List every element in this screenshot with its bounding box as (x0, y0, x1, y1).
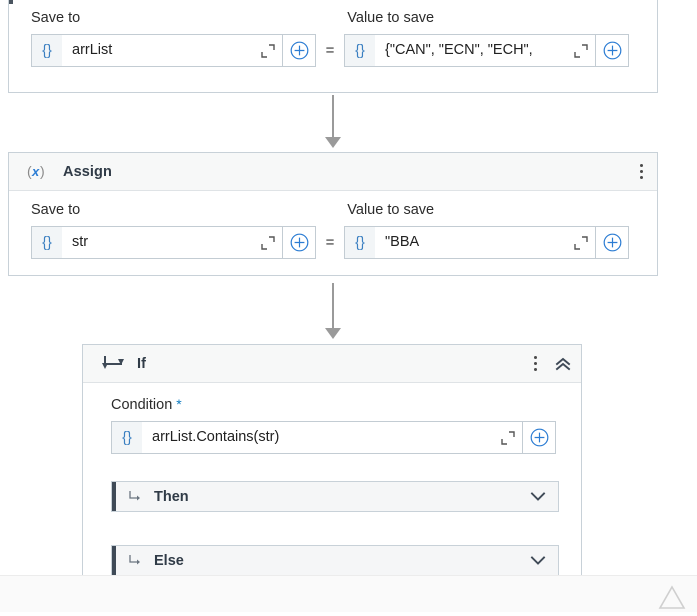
add-plus-button[interactable] (596, 226, 629, 259)
expression-brace-icon: {} (32, 227, 62, 258)
save-to-input[interactable]: {} str (31, 226, 283, 259)
svg-text:x: x (31, 164, 40, 179)
save-to-value: str (72, 234, 89, 250)
status-bar (0, 575, 697, 612)
assign-row: {} arrList (31, 34, 637, 67)
condition-value: arrList.Contains(str) (152, 429, 280, 445)
value-to-save-value: {"CAN", "ECN", "ECH", (385, 42, 533, 58)
branch-arrow-icon (126, 490, 144, 503)
add-plus-button[interactable] (283, 34, 316, 67)
branch-label-else: Else (154, 552, 184, 569)
equals-sign: = (325, 42, 335, 59)
svg-text:): ) (40, 163, 45, 179)
card-accent-bar (9, 0, 13, 4)
connector-assign-mid-to-if (324, 283, 342, 341)
connector-assign-top-to-assign-mid (324, 95, 342, 148)
if-card-header-actions (527, 345, 573, 382)
add-plus-button[interactable] (283, 226, 316, 259)
if-card-title: If (137, 355, 147, 372)
value-to-save-input[interactable]: {} "BBA (344, 226, 596, 259)
save-to-label: Save to (31, 202, 81, 218)
value-to-save-label: Value to save (347, 202, 435, 218)
arrow-down-icon (325, 328, 341, 339)
save-to-value: arrList (72, 42, 113, 58)
save-to-input[interactable]: {} arrList (31, 34, 283, 67)
save-to-field[interactable]: {} arrList (31, 34, 316, 67)
equals-sign: = (325, 234, 335, 251)
condition-field[interactable]: {} arrList.Contains(str) (111, 421, 556, 454)
value-to-save-field[interactable]: {} {"CAN", "ECN", "ECH", (344, 34, 629, 67)
kebab-menu-icon[interactable] (527, 355, 543, 373)
add-plus-button[interactable] (596, 34, 629, 67)
double-chevron-up-icon[interactable] (553, 354, 573, 374)
assign-card-title: Assign (63, 163, 112, 180)
required-marker: * (176, 396, 182, 412)
assign-variable-icon: ( x ) (27, 162, 53, 182)
expand-editor-icon[interactable] (494, 422, 522, 453)
if-branch-then[interactable]: Then (111, 481, 559, 512)
if-activity-card[interactable]: If Condition * {} (82, 344, 582, 584)
branch-label-then: Then (154, 488, 189, 505)
expression-brace-icon: {} (345, 35, 375, 66)
condition-label: Condition * (111, 395, 559, 414)
add-plus-button[interactable] (523, 421, 556, 454)
condition-input[interactable]: {} arrList.Contains(str) (111, 421, 523, 454)
expression-brace-icon: {} (345, 227, 375, 258)
assign-card-header[interactable]: ( x ) Assign (9, 153, 657, 191)
value-to-save-value: "BBA (385, 234, 420, 250)
assign-activity-card[interactable]: ( x ) Assign Save to Value to save (8, 152, 658, 276)
kebab-menu-icon[interactable] (633, 163, 649, 181)
connector-line (332, 95, 334, 139)
value-to-save-field[interactable]: {} "BBA (344, 226, 629, 259)
chevron-down-icon[interactable] (528, 551, 548, 571)
expression-brace-icon: {} (112, 422, 142, 453)
warning-triangle-icon[interactable] (657, 581, 687, 616)
if-branch-else[interactable]: Else (111, 545, 559, 576)
value-to-save-label: Value to save (347, 10, 435, 26)
svg-text:(: ( (27, 163, 32, 179)
condition-label-text: Condition (111, 397, 173, 413)
expression-brace-icon: {} (32, 35, 62, 66)
assign-card-header-actions (633, 153, 649, 190)
if-card-header[interactable]: If (83, 345, 581, 383)
assign-row: {} str (31, 226, 637, 259)
expand-editor-icon[interactable] (567, 35, 595, 66)
value-to-save-input[interactable]: {} {"CAN", "ECN", "ECH", (344, 34, 596, 67)
workflow-canvas: Save to Value to save {} arrList (8, 0, 658, 584)
branch-flow-icon (101, 354, 127, 374)
save-to-label: Save to (31, 10, 81, 26)
save-to-field[interactable]: {} str (31, 226, 316, 259)
expand-editor-icon[interactable] (254, 227, 282, 258)
arrow-down-icon (325, 137, 341, 148)
branch-arrow-icon (126, 554, 144, 567)
connector-line (332, 283, 334, 330)
chevron-down-icon[interactable] (528, 487, 548, 507)
expand-editor-icon[interactable] (567, 227, 595, 258)
expand-editor-icon[interactable] (254, 35, 282, 66)
assign-activity-card-top[interactable]: Save to Value to save {} arrList (8, 0, 658, 93)
